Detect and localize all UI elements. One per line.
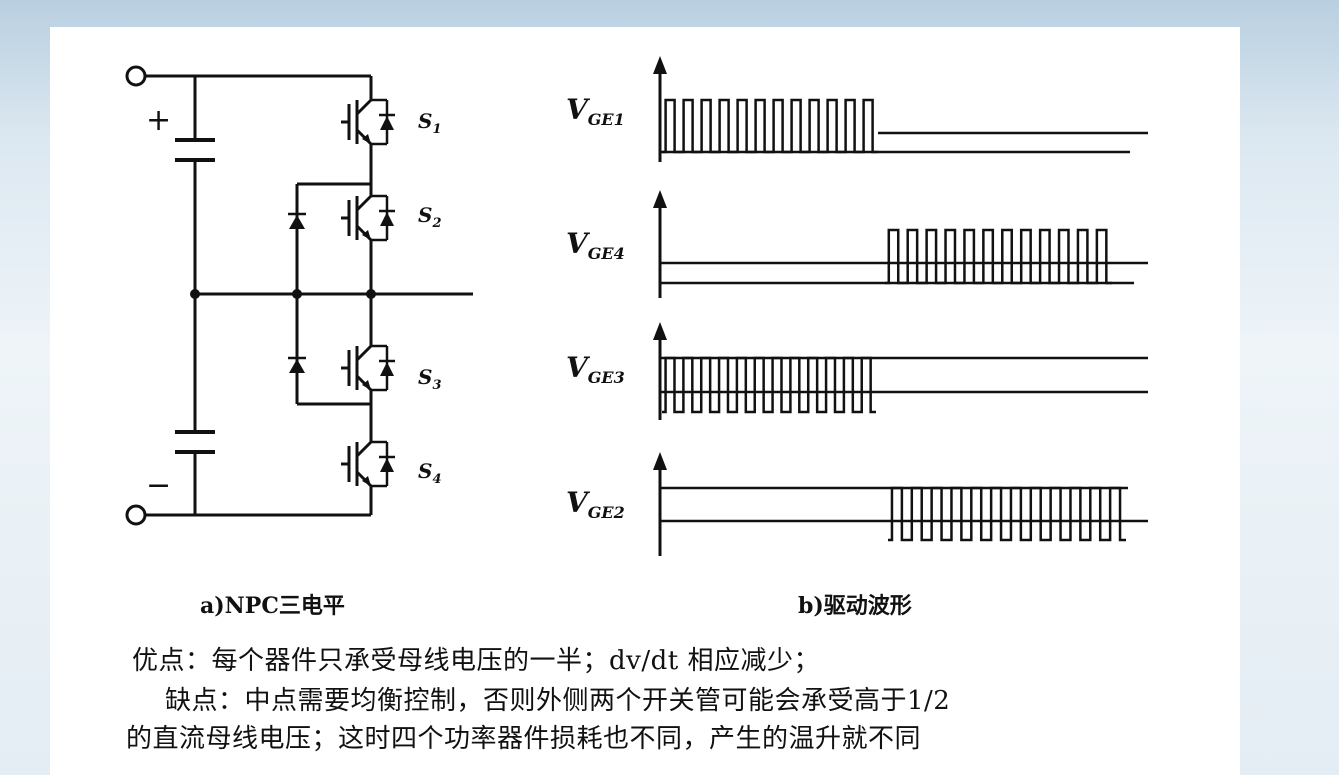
clamp-diode-bottom — [286, 356, 308, 375]
node-dot — [190, 289, 200, 299]
note-advantages: 优点：每个器件只承受母线电压的一半；dv/dt 相应减少； — [132, 646, 820, 676]
capacitor-bottom — [175, 430, 215, 454]
igbt-s2 — [339, 194, 397, 242]
waveform-vge1 — [662, 98, 878, 154]
terminal-bottom — [125, 504, 147, 526]
minus-sign: − — [146, 468, 171, 503]
clamp-diode-top — [286, 212, 308, 231]
note-disadvantages-cont: 的直流母线电压；这时四个功率器件损耗也不同，产生的温升就不同 — [126, 724, 922, 754]
igbt-s3 — [339, 344, 397, 392]
switch-label-s4: S4 — [418, 459, 442, 487]
axis-arrows — [653, 56, 667, 470]
node-dot — [292, 289, 302, 299]
igbt-s4 — [339, 440, 397, 488]
waveform-label-vge1: VGE1 — [566, 93, 625, 129]
plus-sign: + — [146, 103, 171, 138]
waveform-caption: b)驱动波形 — [798, 593, 912, 619]
switch-label-s3: S3 — [418, 365, 442, 393]
waveform-vge4 — [885, 228, 1112, 285]
waveform-baselines — [660, 131, 1148, 523]
waveform-label-vge4: VGE4 — [566, 227, 625, 263]
switch-label-s1: S1 — [418, 109, 442, 137]
note-disadvantages: 缺点：中点需要均衡控制，否则外侧两个开关管可能会承受高于1/2 — [165, 686, 951, 716]
circuit-caption: a)NPC三电平 — [200, 593, 345, 619]
capacitor-top — [175, 138, 215, 162]
waveform-label-vge2: VGE2 — [566, 486, 625, 522]
waveform-vge3 — [662, 356, 876, 414]
waveform-label-vge3: VGE3 — [566, 351, 625, 387]
igbt-s1 — [339, 98, 397, 146]
terminal-top — [125, 65, 147, 87]
node-dot — [366, 289, 376, 299]
waveform-vge2 — [888, 486, 1126, 542]
switch-label-s2: S2 — [418, 203, 442, 231]
